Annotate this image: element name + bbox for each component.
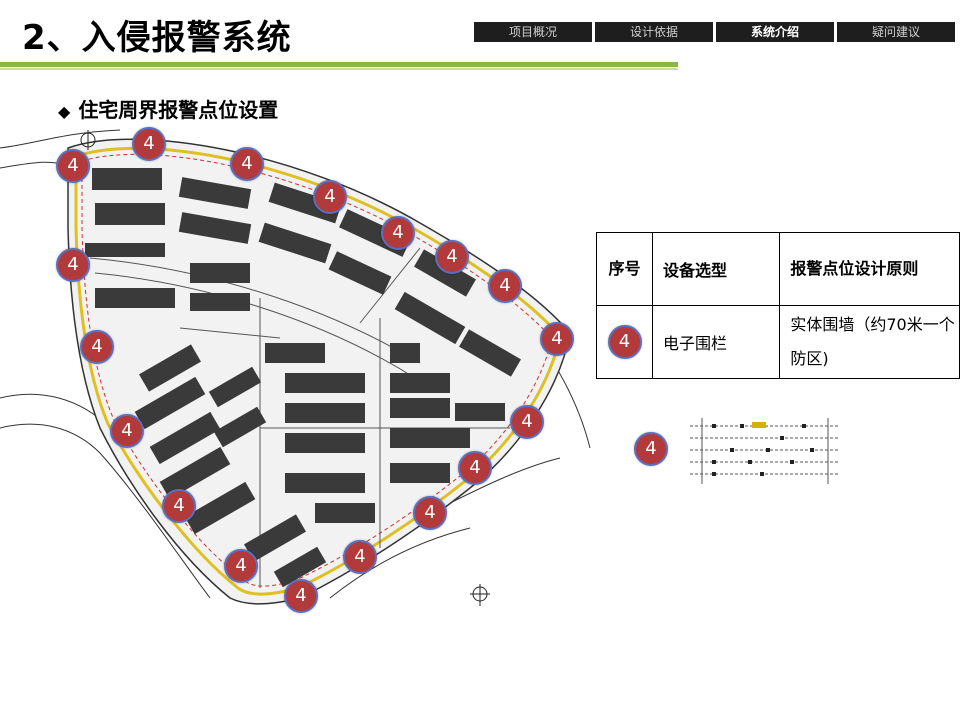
alarm-point-marker[interactable]: 4 (488, 269, 522, 303)
section-heading: ◆ 住宅周界报警点位设置 (58, 94, 278, 123)
fence-example-marker: 4 (634, 432, 668, 466)
table-row: 4 电子围栏 实体围墙（约70米一个防区) (595, 305, 960, 379)
alarm-point-marker[interactable]: 4 (224, 549, 258, 583)
top-nav: 项目概况 设计依据 系统介绍 疑问建议 (474, 22, 955, 42)
alarm-point-marker[interactable]: 4 (284, 579, 318, 613)
electric-fence-diagram (690, 418, 840, 484)
alarm-point-marker[interactable]: 4 (313, 180, 347, 214)
alarm-point-marker[interactable]: 4 (413, 496, 447, 530)
site-plan-drawing (0, 129, 591, 606)
tab-design-basis[interactable]: 设计依据 (595, 22, 713, 42)
alarm-point-marker[interactable]: 4 (56, 149, 90, 183)
alarm-point-marker[interactable]: 4 (230, 147, 264, 181)
legend-marker: 4 (607, 325, 642, 359)
alarm-point-marker[interactable]: 4 (458, 451, 492, 485)
column-header-principle: 报警点位设计原则 (779, 232, 960, 306)
alarm-point-marker[interactable]: 4 (80, 330, 114, 364)
diamond-bullet-icon: ◆ (58, 102, 71, 121)
tab-questions-suggestions[interactable]: 疑问建议 (837, 22, 955, 42)
header-divider (0, 62, 678, 67)
alarm-point-marker[interactable]: 4 (540, 322, 574, 356)
alarm-point-marker[interactable]: 4 (110, 414, 144, 448)
header-divider-light (0, 68, 678, 70)
table-header-row: 序号 设备选型 报警点位设计原则 (595, 232, 960, 306)
table-cell-marker: 4 (595, 305, 654, 379)
alarm-point-marker[interactable]: 4 (343, 540, 377, 574)
legend-table: 序号 设备选型 报警点位设计原则 4 电子围栏 实体围墙（约70米一个防区) (595, 232, 960, 379)
alarm-point-marker[interactable]: 4 (435, 240, 469, 274)
alarm-point-marker[interactable]: 4 (162, 489, 196, 523)
alarm-point-marker[interactable]: 4 (510, 405, 544, 439)
section-title: 住宅周界报警点位设置 (78, 98, 279, 122)
tab-project-overview[interactable]: 项目概况 (474, 22, 592, 42)
alarm-point-marker[interactable]: 4 (381, 216, 415, 250)
tab-system-intro[interactable]: 系统介绍 (716, 22, 834, 42)
table-cell-principle: 实体围墙（约70米一个防区) (779, 305, 960, 379)
column-header-device: 设备选型 (652, 232, 781, 306)
page-title: 2、入侵报警系统 (22, 18, 292, 58)
alarm-point-marker[interactable]: 4 (132, 127, 166, 161)
alarm-point-marker[interactable]: 4 (56, 248, 90, 282)
column-header-seq: 序号 (595, 232, 654, 306)
table-cell-device: 电子围栏 (652, 305, 781, 379)
